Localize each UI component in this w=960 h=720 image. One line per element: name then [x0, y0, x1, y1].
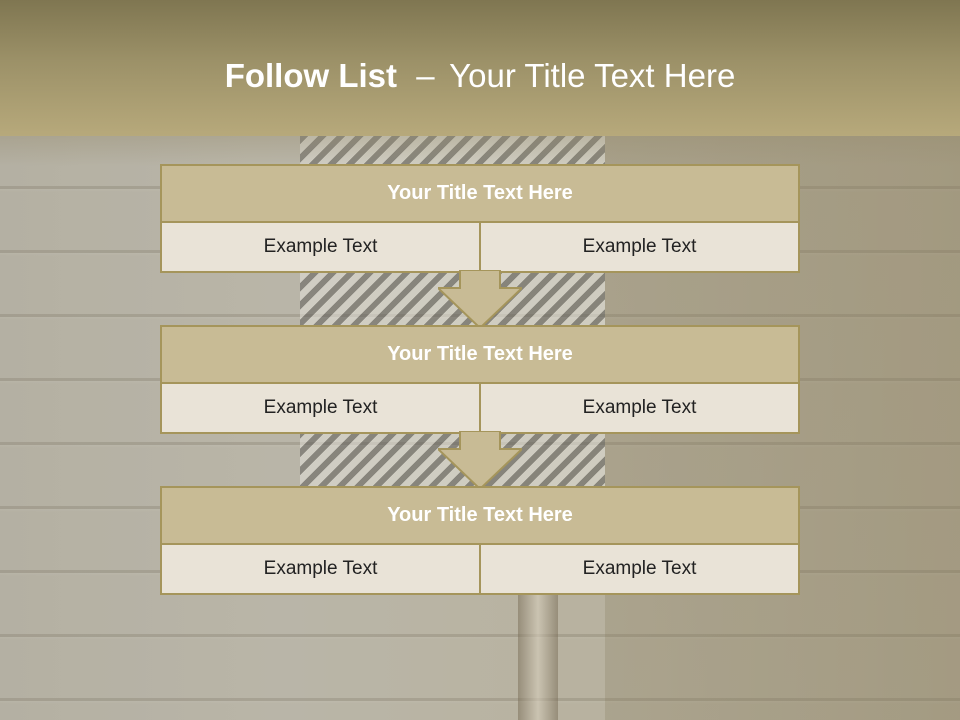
- step-title: Your Title Text Here: [162, 488, 798, 545]
- header-shadow-band: [0, 136, 960, 166]
- step-cell-right: Example Text: [479, 223, 798, 271]
- slide-title-bold: Follow List: [224, 57, 398, 94]
- step-row: Example Text Example Text: [162, 545, 798, 593]
- step-cell-left: Example Text: [162, 384, 479, 432]
- slide-title: Follow List – Your Title Text Here: [0, 55, 960, 97]
- step-title: Your Title Text Here: [162, 166, 798, 223]
- step-cell-left: Example Text: [162, 223, 479, 271]
- step-cell-right: Example Text: [479, 384, 798, 432]
- step-row: Example Text Example Text: [162, 384, 798, 432]
- step-box-1: Your Title Text Here Example Text Exampl…: [160, 164, 800, 273]
- step-row: Example Text Example Text: [162, 223, 798, 271]
- step-cell-left: Example Text: [162, 545, 479, 593]
- background-figure-leg: [518, 590, 558, 720]
- slide-title-rest: Your Title Text Here: [449, 57, 736, 94]
- step-title: Your Title Text Here: [162, 327, 798, 384]
- step-box-3: Your Title Text Here Example Text Exampl…: [160, 486, 800, 595]
- title-header-bar: [0, 0, 960, 136]
- step-box-2: Your Title Text Here Example Text Exampl…: [160, 325, 800, 434]
- down-arrow-icon: [438, 270, 522, 328]
- down-arrow-icon: [438, 431, 522, 489]
- step-cell-right: Example Text: [479, 545, 798, 593]
- slide-title-separator: –: [416, 57, 435, 94]
